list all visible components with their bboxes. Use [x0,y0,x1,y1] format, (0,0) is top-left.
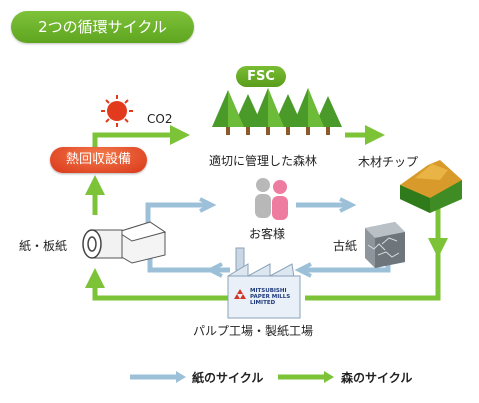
mill-label: パルプ工場・製紙工場 [193,324,314,338]
waste-paper-icon [365,222,405,268]
wood-chip-icon [400,160,462,213]
legend-lines [130,371,334,383]
forest-line-right-bottom [305,250,441,301]
forest-arrow-to-paper [85,268,230,301]
mill-logo-line-2: PAPER MILLS [250,294,290,300]
mill-building-icon: MITSUBISHI PAPER MILLS LIMITED [227,247,301,319]
mill-logo-line-1: MITSUBISHI [250,288,287,294]
waste-paper-label: 古紙 [333,239,358,253]
customers-label: お客様 [249,227,286,241]
heat-recovery-badge: 熱回収設備 [50,147,147,173]
fsc-badge: FSC [236,66,286,87]
legend-paper-cycle: 紙のサイクル [192,371,264,385]
forest-arrow-to-forest [92,125,190,150]
mill-logo-line-3: LIMITED [250,300,276,306]
chips-label: 木材チップ [358,155,419,169]
sun-icon [101,95,133,127]
forest-label: 適切に管理した森林 [209,154,318,168]
paper-products-label: 紙・板紙 [19,239,68,253]
paper-arrow-to-customers [145,202,208,225]
paper-arrow-to-mill-left [147,255,230,273]
forest-trees-icon [212,88,342,135]
legend-forest-cycle: 森のサイクル [341,371,413,385]
co2-label: CO2 [147,112,173,126]
forest-cycle-loop [85,125,448,301]
paper-roll-icon [82,221,167,264]
diagram-title: 2つの循環サイクル [11,11,194,43]
customers-icon [255,178,288,220]
